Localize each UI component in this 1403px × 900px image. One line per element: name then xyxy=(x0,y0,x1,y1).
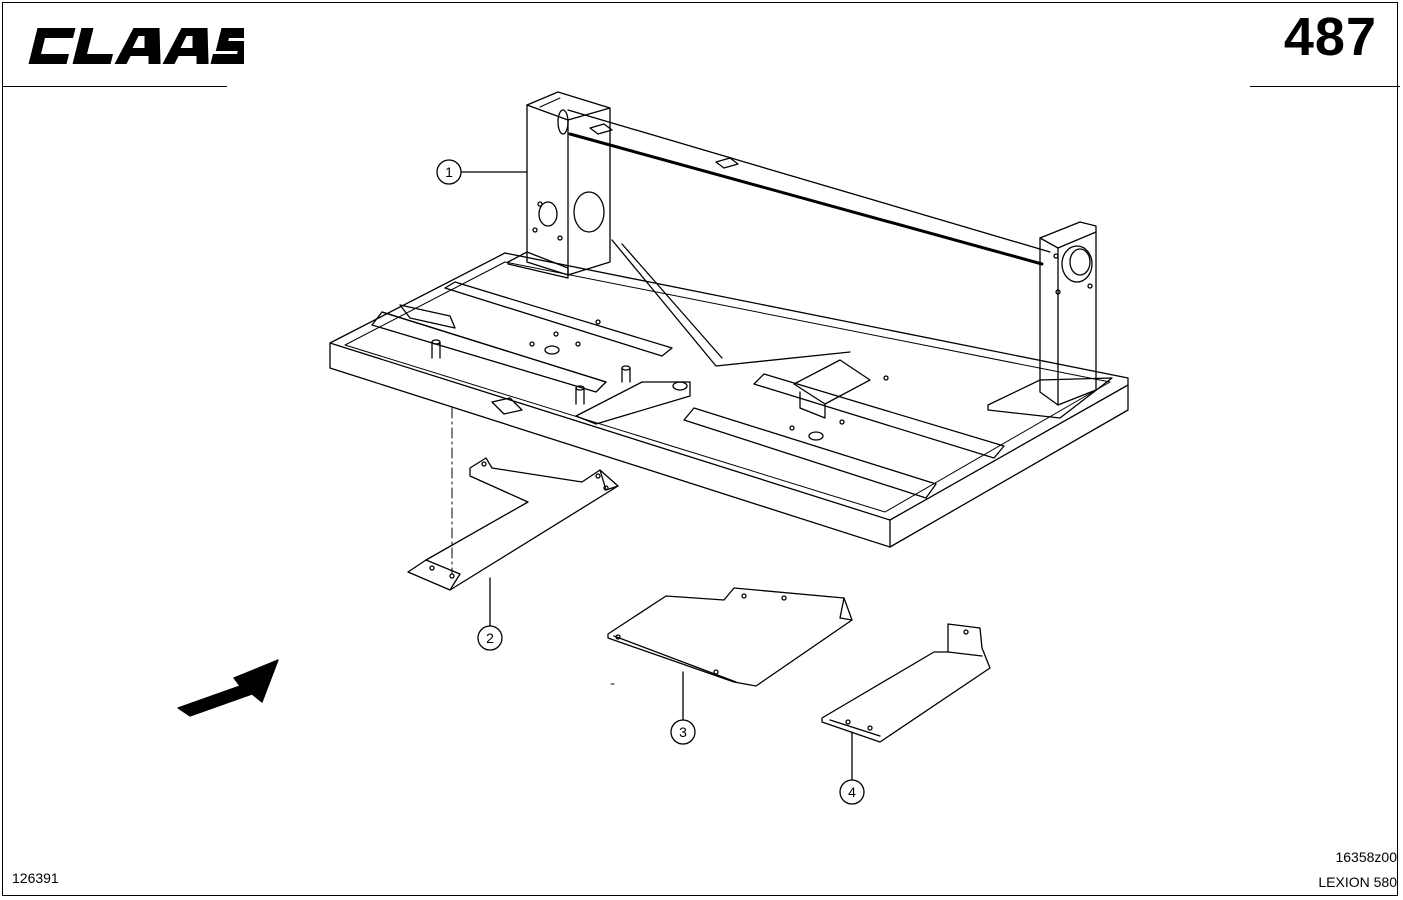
drawing-code: 16358z00 xyxy=(1335,849,1397,865)
claas-logo xyxy=(28,28,244,64)
logo-underline xyxy=(2,86,227,87)
model-name: LEXION 580 xyxy=(1318,874,1397,890)
frame-assembly xyxy=(329,91,1129,548)
callout-1-label: 1 xyxy=(445,164,453,180)
callout-3: 3 xyxy=(670,719,696,745)
callout-1: 1 xyxy=(436,159,462,185)
cover-plate-part-3 xyxy=(607,587,853,687)
callout-3-label: 3 xyxy=(679,724,687,740)
bracket-part-2 xyxy=(407,457,619,591)
image-reference: 126391 xyxy=(12,870,59,886)
callout-2: 2 xyxy=(477,625,503,651)
page-number-underline xyxy=(1250,86,1400,87)
callout-4-label: 4 xyxy=(848,784,856,800)
arrow-up-right-icon xyxy=(177,659,279,717)
callout-4: 4 xyxy=(839,779,865,805)
callout-2-label: 2 xyxy=(486,630,494,646)
guide-plate-part-4 xyxy=(821,623,991,743)
page-number: 487 xyxy=(1283,7,1377,67)
